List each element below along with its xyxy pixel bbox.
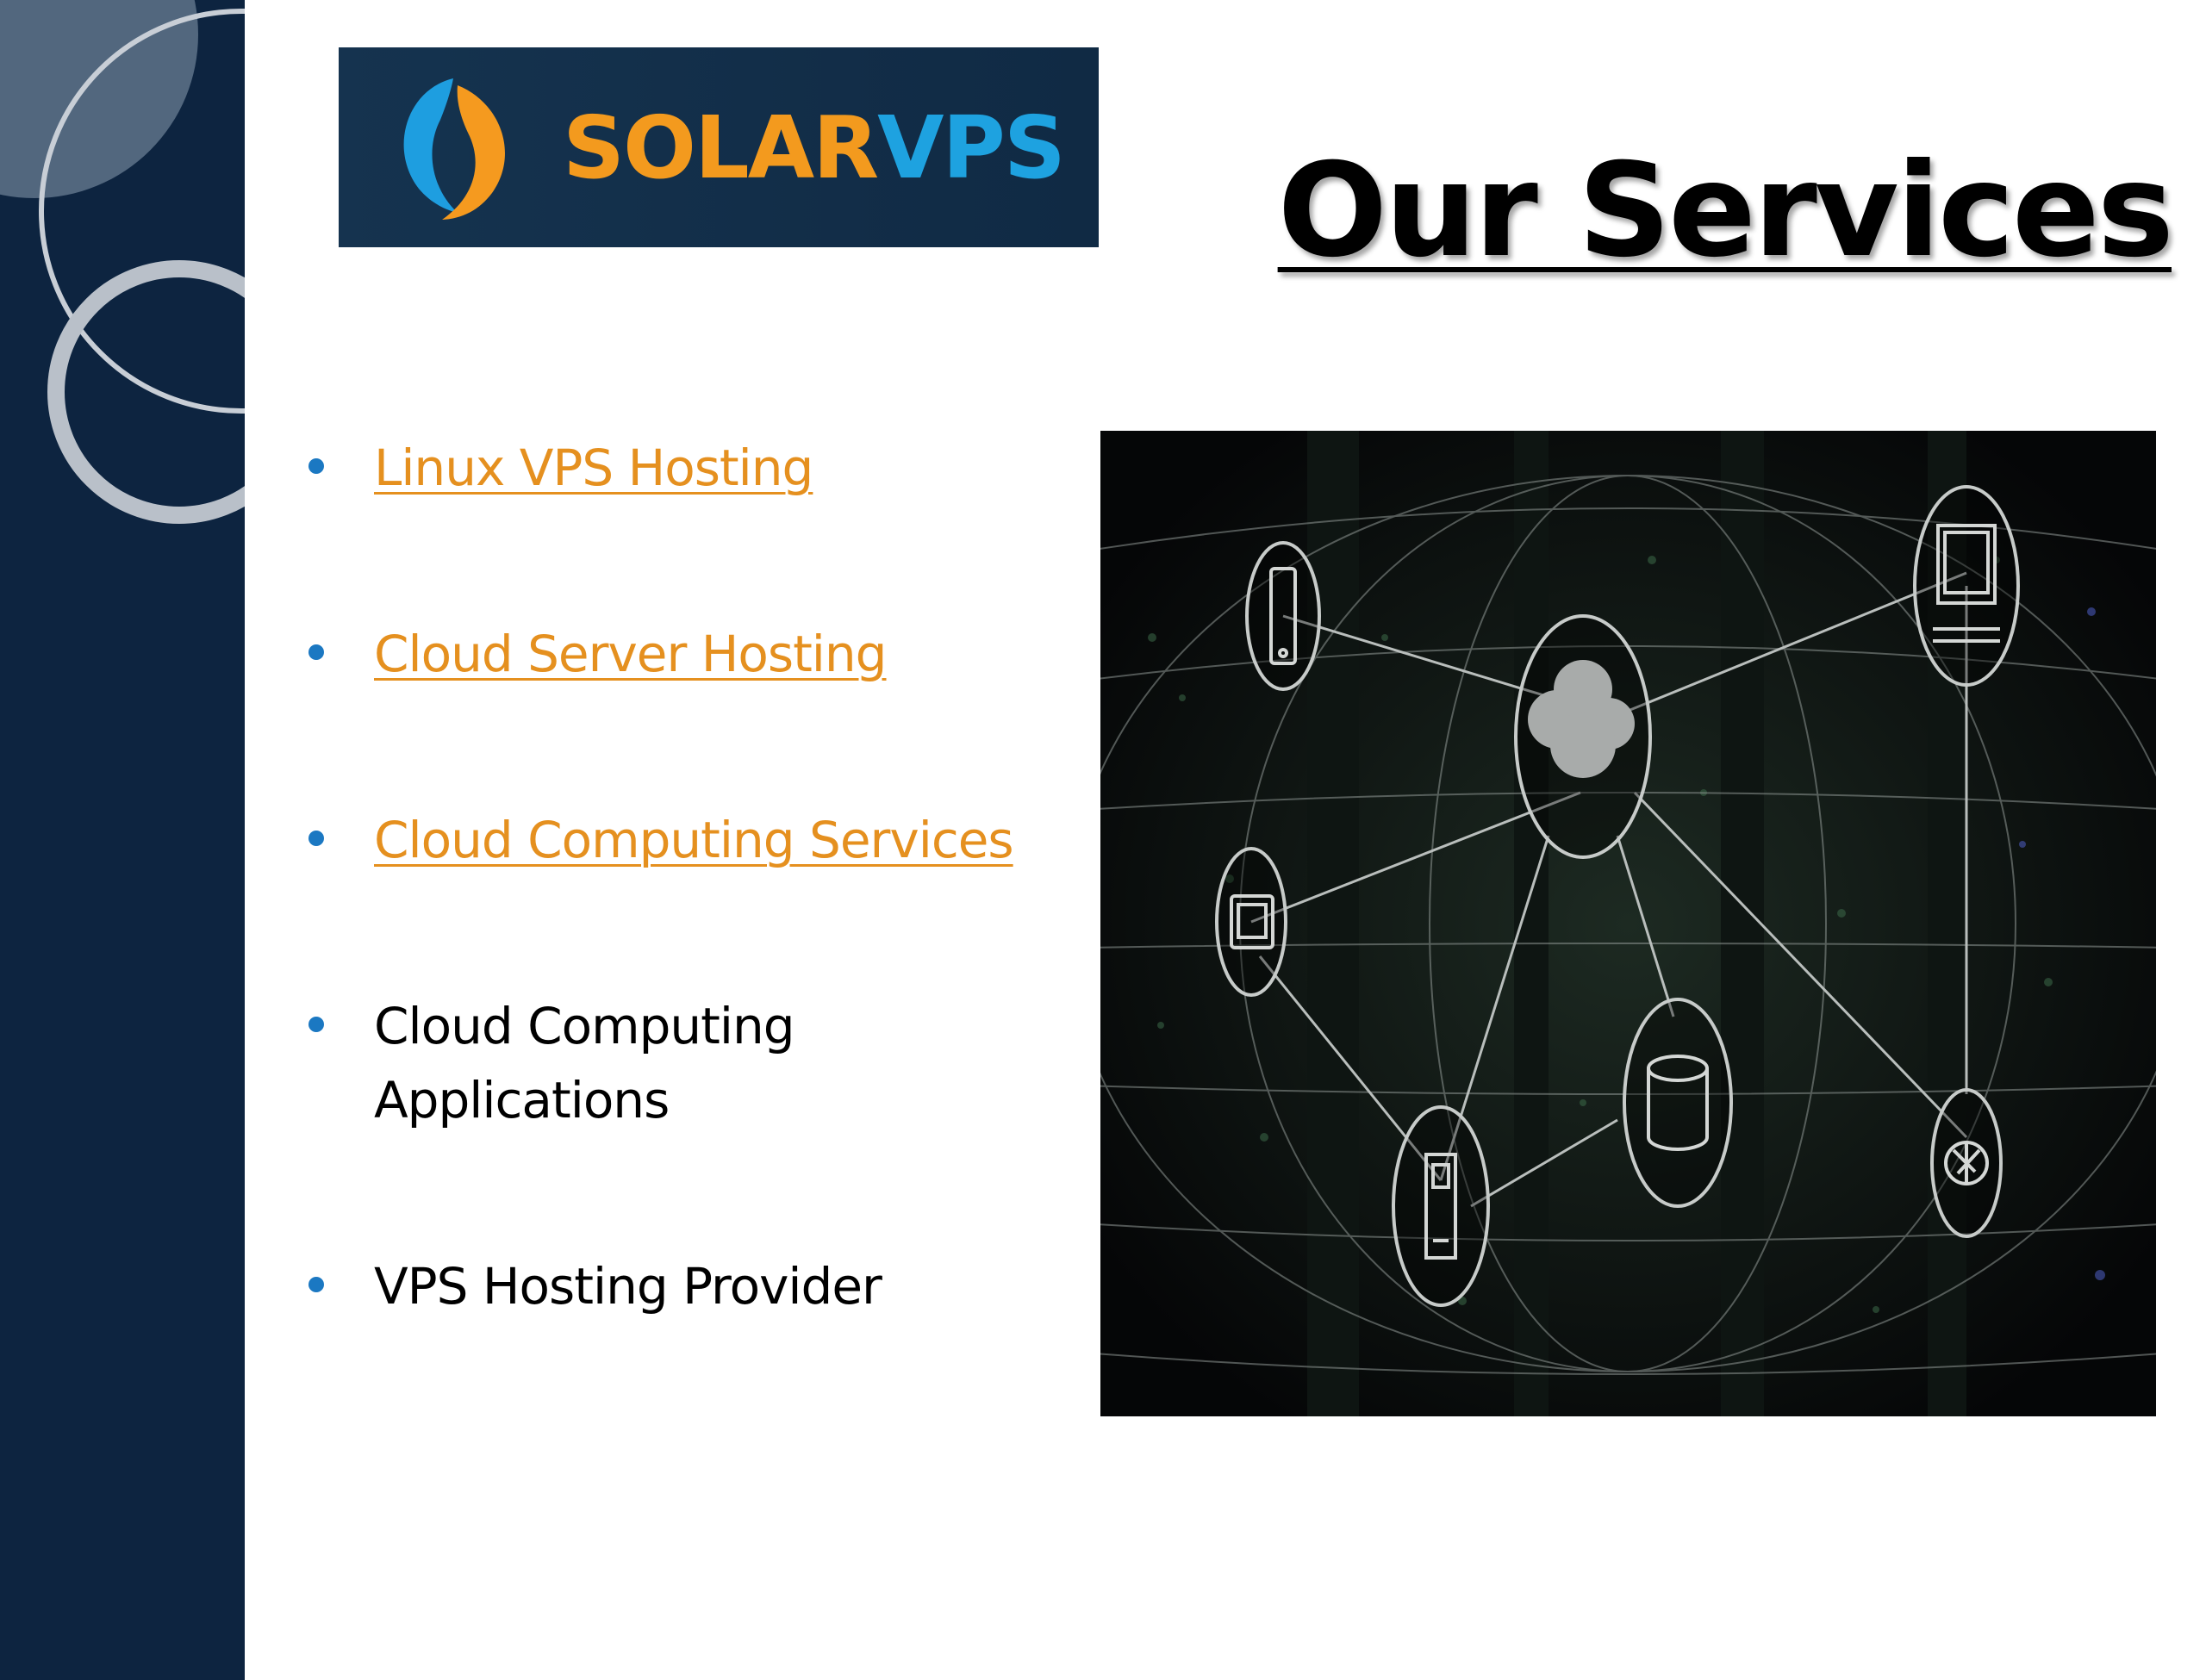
logo-swirl-icon	[403, 78, 505, 220]
services-list: Linux VPS Hosting Cloud Server Hosting C…	[302, 431, 1077, 1323]
bullet-icon	[308, 458, 324, 474]
server-icon	[1424, 1153, 1457, 1260]
cloud-icon	[1528, 660, 1635, 778]
page-title: Our Services	[1277, 136, 2174, 286]
logo-word-vps: VPS	[877, 97, 1066, 198]
bullet-icon	[308, 644, 324, 660]
service-item-vps-hosting-provider: VPS Hosting Provider	[302, 1249, 1077, 1323]
server-node	[1392, 1105, 1490, 1307]
decor-disc	[0, 0, 198, 198]
service-item-linux-vps: Linux VPS Hosting	[302, 431, 1077, 505]
decorative-circles	[0, 0, 245, 524]
cloud-network-illustration	[1100, 431, 2156, 1416]
solarvps-logo: SOLARVPS	[339, 47, 1099, 247]
bullet-icon	[308, 831, 324, 846]
cloud-network-image	[1100, 431, 2156, 1416]
bullet-icon	[308, 1017, 324, 1032]
bullet-icon	[308, 1277, 324, 1292]
cloud-computing-applications-text: Cloud Computing Applications	[374, 997, 795, 1129]
phone-node	[1245, 541, 1321, 691]
cloud-computing-services-link[interactable]: Cloud Computing Services	[374, 811, 1014, 869]
service-item-cloud-server: Cloud Server Hosting	[302, 617, 1077, 691]
logo-wordmark: SOLARVPS	[563, 101, 1066, 196]
tablet-icon	[1230, 894, 1274, 949]
monitor-node	[1913, 485, 2020, 687]
monitor-icon	[1933, 524, 2000, 643]
database-node	[1623, 998, 1733, 1208]
phone-icon	[1269, 567, 1297, 665]
service-item-cloud-computing-services: Cloud Computing Services	[302, 803, 1077, 877]
decor-ring-large	[39, 9, 245, 414]
sidebar-decoration	[0, 0, 245, 1680]
logo-word-solar: SOLAR	[563, 97, 879, 198]
vps-hosting-provider-text: VPS Hosting Provider	[374, 1257, 882, 1316]
tablet-node	[1215, 847, 1287, 997]
cloud-server-hosting-link[interactable]: Cloud Server Hosting	[374, 625, 887, 683]
service-item-cloud-computing-applications: Cloud Computing Applications	[302, 989, 857, 1137]
linux-vps-hosting-link[interactable]: Linux VPS Hosting	[374, 439, 813, 497]
aperture-icon	[1944, 1141, 1989, 1185]
database-icon	[1647, 1055, 1709, 1151]
decor-ring-small	[47, 260, 245, 524]
